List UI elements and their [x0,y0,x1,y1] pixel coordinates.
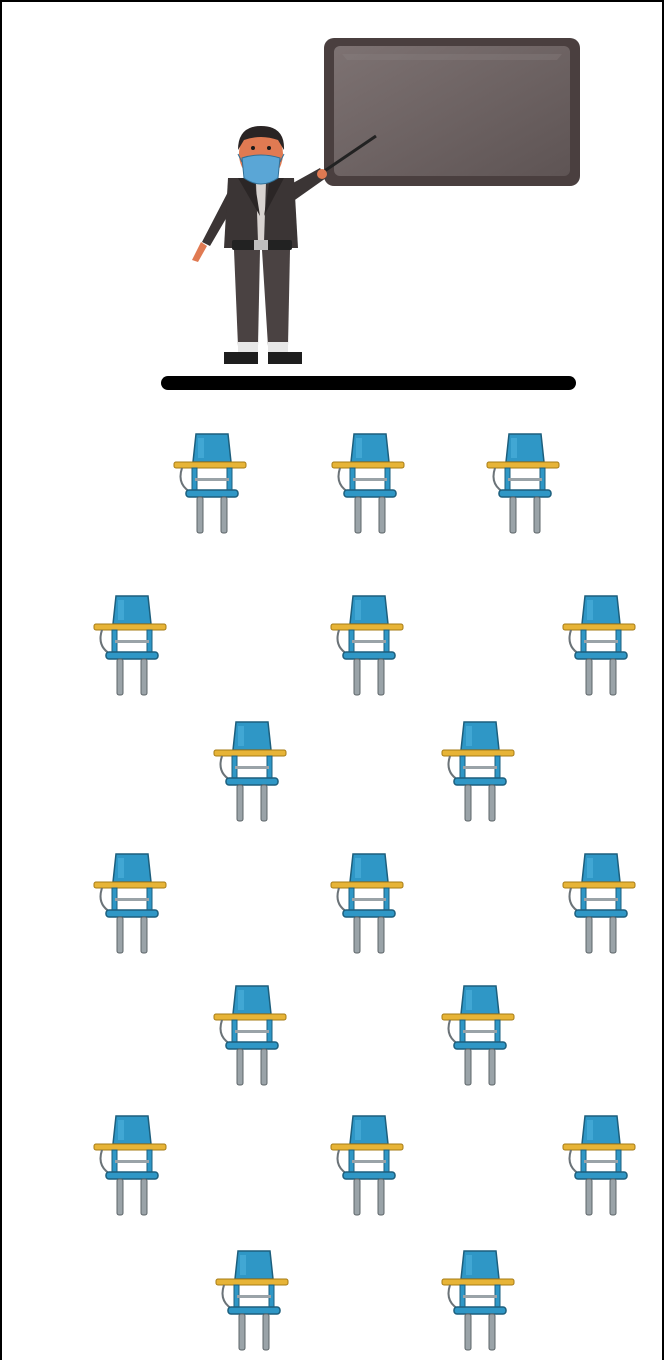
school-desk-chair-icon [94,854,166,953]
school-desk-chair-icon [563,596,635,695]
school-desk-chair-icon [331,854,403,953]
school-desk-chair-icon [174,434,246,533]
school-desk-chair-icon [331,596,403,695]
desk-grid [94,434,635,1350]
blackboard-icon [324,38,580,186]
school-desk-chair-icon [442,722,514,821]
school-desk-chair-icon [94,1116,166,1215]
school-desk-chair-icon [442,1251,514,1350]
school-desk-chair-icon [332,434,404,533]
school-desk-chair-icon [487,434,559,533]
school-desk-chair-icon [563,1116,635,1215]
school-desk-chair-icon [442,986,514,1085]
school-desk-chair-icon [214,986,286,1085]
school-desk-chair-icon [216,1251,288,1350]
school-desk-chair-icon [331,1116,403,1215]
school-desk-chair-icon [214,722,286,821]
school-desk-chair-icon [563,854,635,953]
school-desk-chair-icon [94,596,166,695]
